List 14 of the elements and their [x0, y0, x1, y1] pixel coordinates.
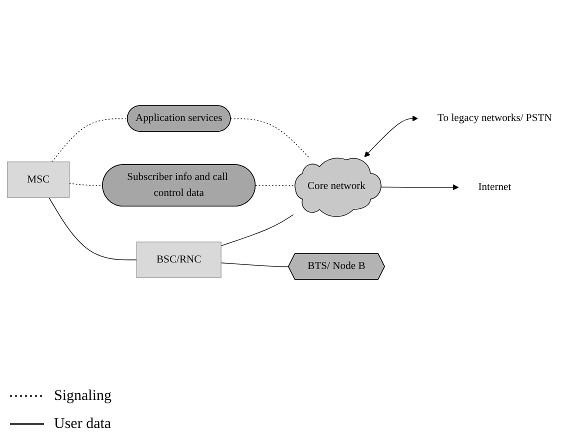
- node-box: BSC/RNC: [136, 242, 222, 278]
- connector: [48, 197, 137, 260]
- connector: [69, 183, 104, 186]
- node-text: To legacy networks/ PSTN: [438, 112, 552, 124]
- arrow: [364, 116, 418, 158]
- connector: [220, 214, 294, 246]
- connector: [255, 185, 294, 186]
- legend-label: User data: [54, 416, 112, 432]
- node-box: MSC: [6, 162, 70, 198]
- connector: [52, 118, 128, 162]
- node-text: Internet: [478, 181, 512, 193]
- legend-label: Signaling: [54, 388, 112, 404]
- connector: [220, 262, 289, 268]
- connector: [230, 118, 309, 158]
